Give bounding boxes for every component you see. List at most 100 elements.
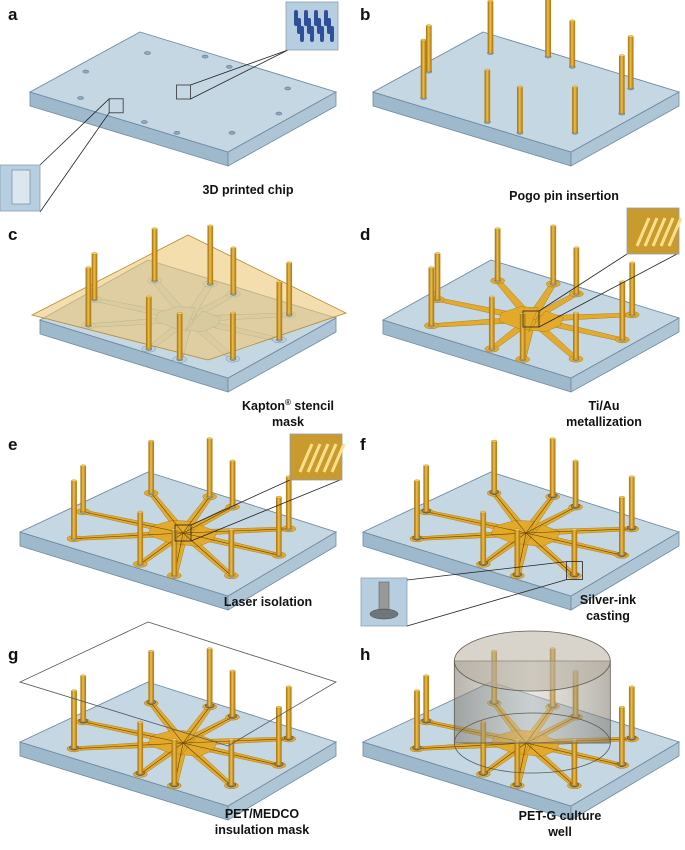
caption-line: mask <box>272 415 304 429</box>
pogo-pin-icon <box>228 529 235 576</box>
pogo-pin-icon <box>619 496 625 556</box>
laser-cut <box>525 742 575 786</box>
caption-word: stencil <box>291 399 334 413</box>
zoom-line <box>190 479 291 526</box>
electrode-line <box>330 443 346 473</box>
pin-tip <box>137 510 144 514</box>
pin-tip <box>414 689 420 692</box>
pogo-pin-icon <box>619 281 626 340</box>
microelectrode <box>300 26 304 42</box>
pin-hole <box>225 65 233 69</box>
pin-tip <box>480 510 487 514</box>
pogo-pin-icon <box>137 511 144 565</box>
pin-tip <box>619 705 625 709</box>
caption-line: insulation mask <box>215 823 310 837</box>
caption-line: metallization <box>566 415 642 429</box>
pogo-pin-icon <box>494 228 501 281</box>
pin-tip <box>71 479 77 482</box>
pin-tip <box>628 475 635 478</box>
pin-tip <box>229 459 236 463</box>
pogo-pin-icon <box>206 438 213 497</box>
pogo-pin-icon <box>171 529 178 576</box>
pogo-pin-icon <box>517 86 523 134</box>
pin-hole <box>141 120 148 124</box>
pogo-pin-icon <box>569 20 576 68</box>
pogo-pin-icon <box>230 312 236 360</box>
pogo-pin-icon <box>137 721 144 775</box>
panel-letter-c: c <box>8 225 17 244</box>
electrode-line <box>306 443 322 473</box>
zoom-inset-icon <box>522 310 540 328</box>
laser-cut <box>493 492 527 534</box>
zoom-line <box>39 98 110 166</box>
pogo-pin-icon <box>428 267 435 326</box>
pin-tip <box>71 689 77 692</box>
pin-hole <box>228 131 236 135</box>
pogo-pin-icon <box>628 476 635 530</box>
pin-tip <box>619 54 625 57</box>
pin-tip <box>276 705 282 709</box>
pin-tip <box>572 459 579 463</box>
pogo-pin-icon <box>571 739 578 786</box>
silver-ink-fillet <box>369 608 399 620</box>
panel-letter-d: d <box>360 225 370 244</box>
pin-tip <box>423 674 429 677</box>
panel-letter-a: a <box>8 5 18 24</box>
laser-cut <box>182 706 210 744</box>
panel-b <box>371 0 681 167</box>
electrode-line <box>659 217 675 247</box>
pin-tip <box>228 528 235 531</box>
pin-tip <box>569 19 576 22</box>
pet-medco-mask <box>18 621 337 747</box>
pogo-pin-icon <box>145 296 152 350</box>
pin-tip <box>171 528 178 531</box>
pogo-pin-icon <box>423 465 430 512</box>
pogo-pin-icon <box>420 39 427 99</box>
pin-tip <box>229 669 236 673</box>
pogo-pin-icon <box>425 25 432 72</box>
caption-superscript: ® <box>285 398 291 407</box>
hole-cross-section <box>11 169 31 205</box>
caption-line: Kapton® stencil <box>242 398 334 413</box>
panel-letter-b: b <box>360 5 370 24</box>
zoom-inset-icon <box>565 561 583 581</box>
pin-tip <box>491 439 497 443</box>
pin-tip <box>206 437 213 440</box>
pin-tip <box>428 266 435 269</box>
pogo-pin-icon <box>550 225 557 285</box>
pin-tip <box>207 224 214 228</box>
pogo-pin-icon <box>414 690 420 749</box>
pin-cross-section <box>378 581 390 613</box>
caption-line: casting <box>586 609 630 623</box>
panel-letter-e: e <box>8 435 17 454</box>
pin-tip <box>550 224 557 228</box>
zoom-line <box>190 479 341 542</box>
caption-line: PET/MEDCO <box>225 807 300 821</box>
pin-tip <box>145 295 152 299</box>
panel-c <box>30 224 348 393</box>
pin-tip <box>571 528 578 531</box>
pogo-pin-icon <box>71 480 77 539</box>
pin-hole <box>201 54 209 59</box>
zoom-line <box>538 253 628 312</box>
pogo-pin-icon <box>488 296 495 350</box>
pogo-pin-icon <box>148 440 155 494</box>
laser-cut <box>525 496 553 534</box>
pogo-pin-icon <box>171 739 178 786</box>
pogo-pin-icon <box>80 465 87 512</box>
pin-tip <box>276 280 283 283</box>
pogo-pin-icon <box>229 460 236 508</box>
zoom-line <box>406 561 567 581</box>
pin-tip <box>176 312 183 315</box>
pin-tip <box>80 674 86 677</box>
zoom-inset-icon <box>176 84 191 100</box>
pin-tip <box>420 38 427 42</box>
pogo-pin-icon <box>207 225 214 285</box>
pogo-pin-icon <box>85 267 92 326</box>
zoom-inset-icon <box>108 98 124 114</box>
pogo-pin-icon <box>276 281 283 340</box>
pogo-pin-icon <box>151 228 158 281</box>
pogo-pin-icon <box>285 476 292 530</box>
laser-cut <box>182 742 232 786</box>
pogo-pin-icon <box>484 69 491 123</box>
